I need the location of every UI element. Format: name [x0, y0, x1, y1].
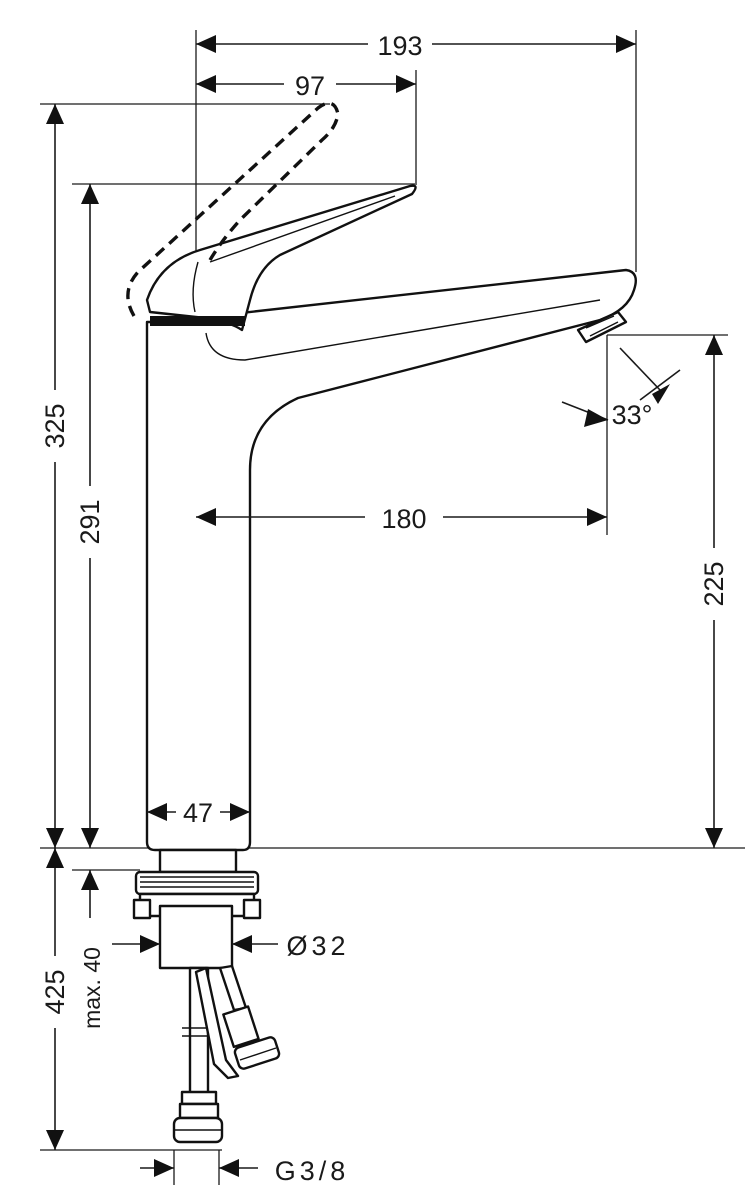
label-shank-length: 425 [40, 969, 70, 1014]
label-connection-thread: G3/8 [275, 1156, 350, 1186]
connection-hoses [172, 964, 281, 1144]
label-spout-angle: 33° [612, 400, 653, 430]
label-total-height: 325 [40, 403, 70, 448]
mounting-assembly [132, 870, 262, 970]
dimension-labels: 193 97 325 291 180 225 33° 47 425 max. 4… [40, 28, 730, 1186]
label-spout-height: 225 [699, 561, 729, 606]
label-total-depth: 193 [377, 31, 422, 61]
label-max-thickness: max. 40 [79, 947, 105, 1029]
faucet-column [145, 268, 637, 852]
handle-open-position [126, 101, 340, 317]
label-body-width: 47 [183, 798, 213, 828]
label-handle-depth: 97 [295, 71, 325, 101]
label-hole-diameter: Ø32 [286, 931, 349, 961]
label-handle-height: 291 [75, 499, 105, 544]
lever-handle [145, 184, 417, 332]
aerator [576, 310, 628, 344]
label-spout-reach: 180 [381, 504, 426, 534]
faucet-body [145, 268, 637, 874]
